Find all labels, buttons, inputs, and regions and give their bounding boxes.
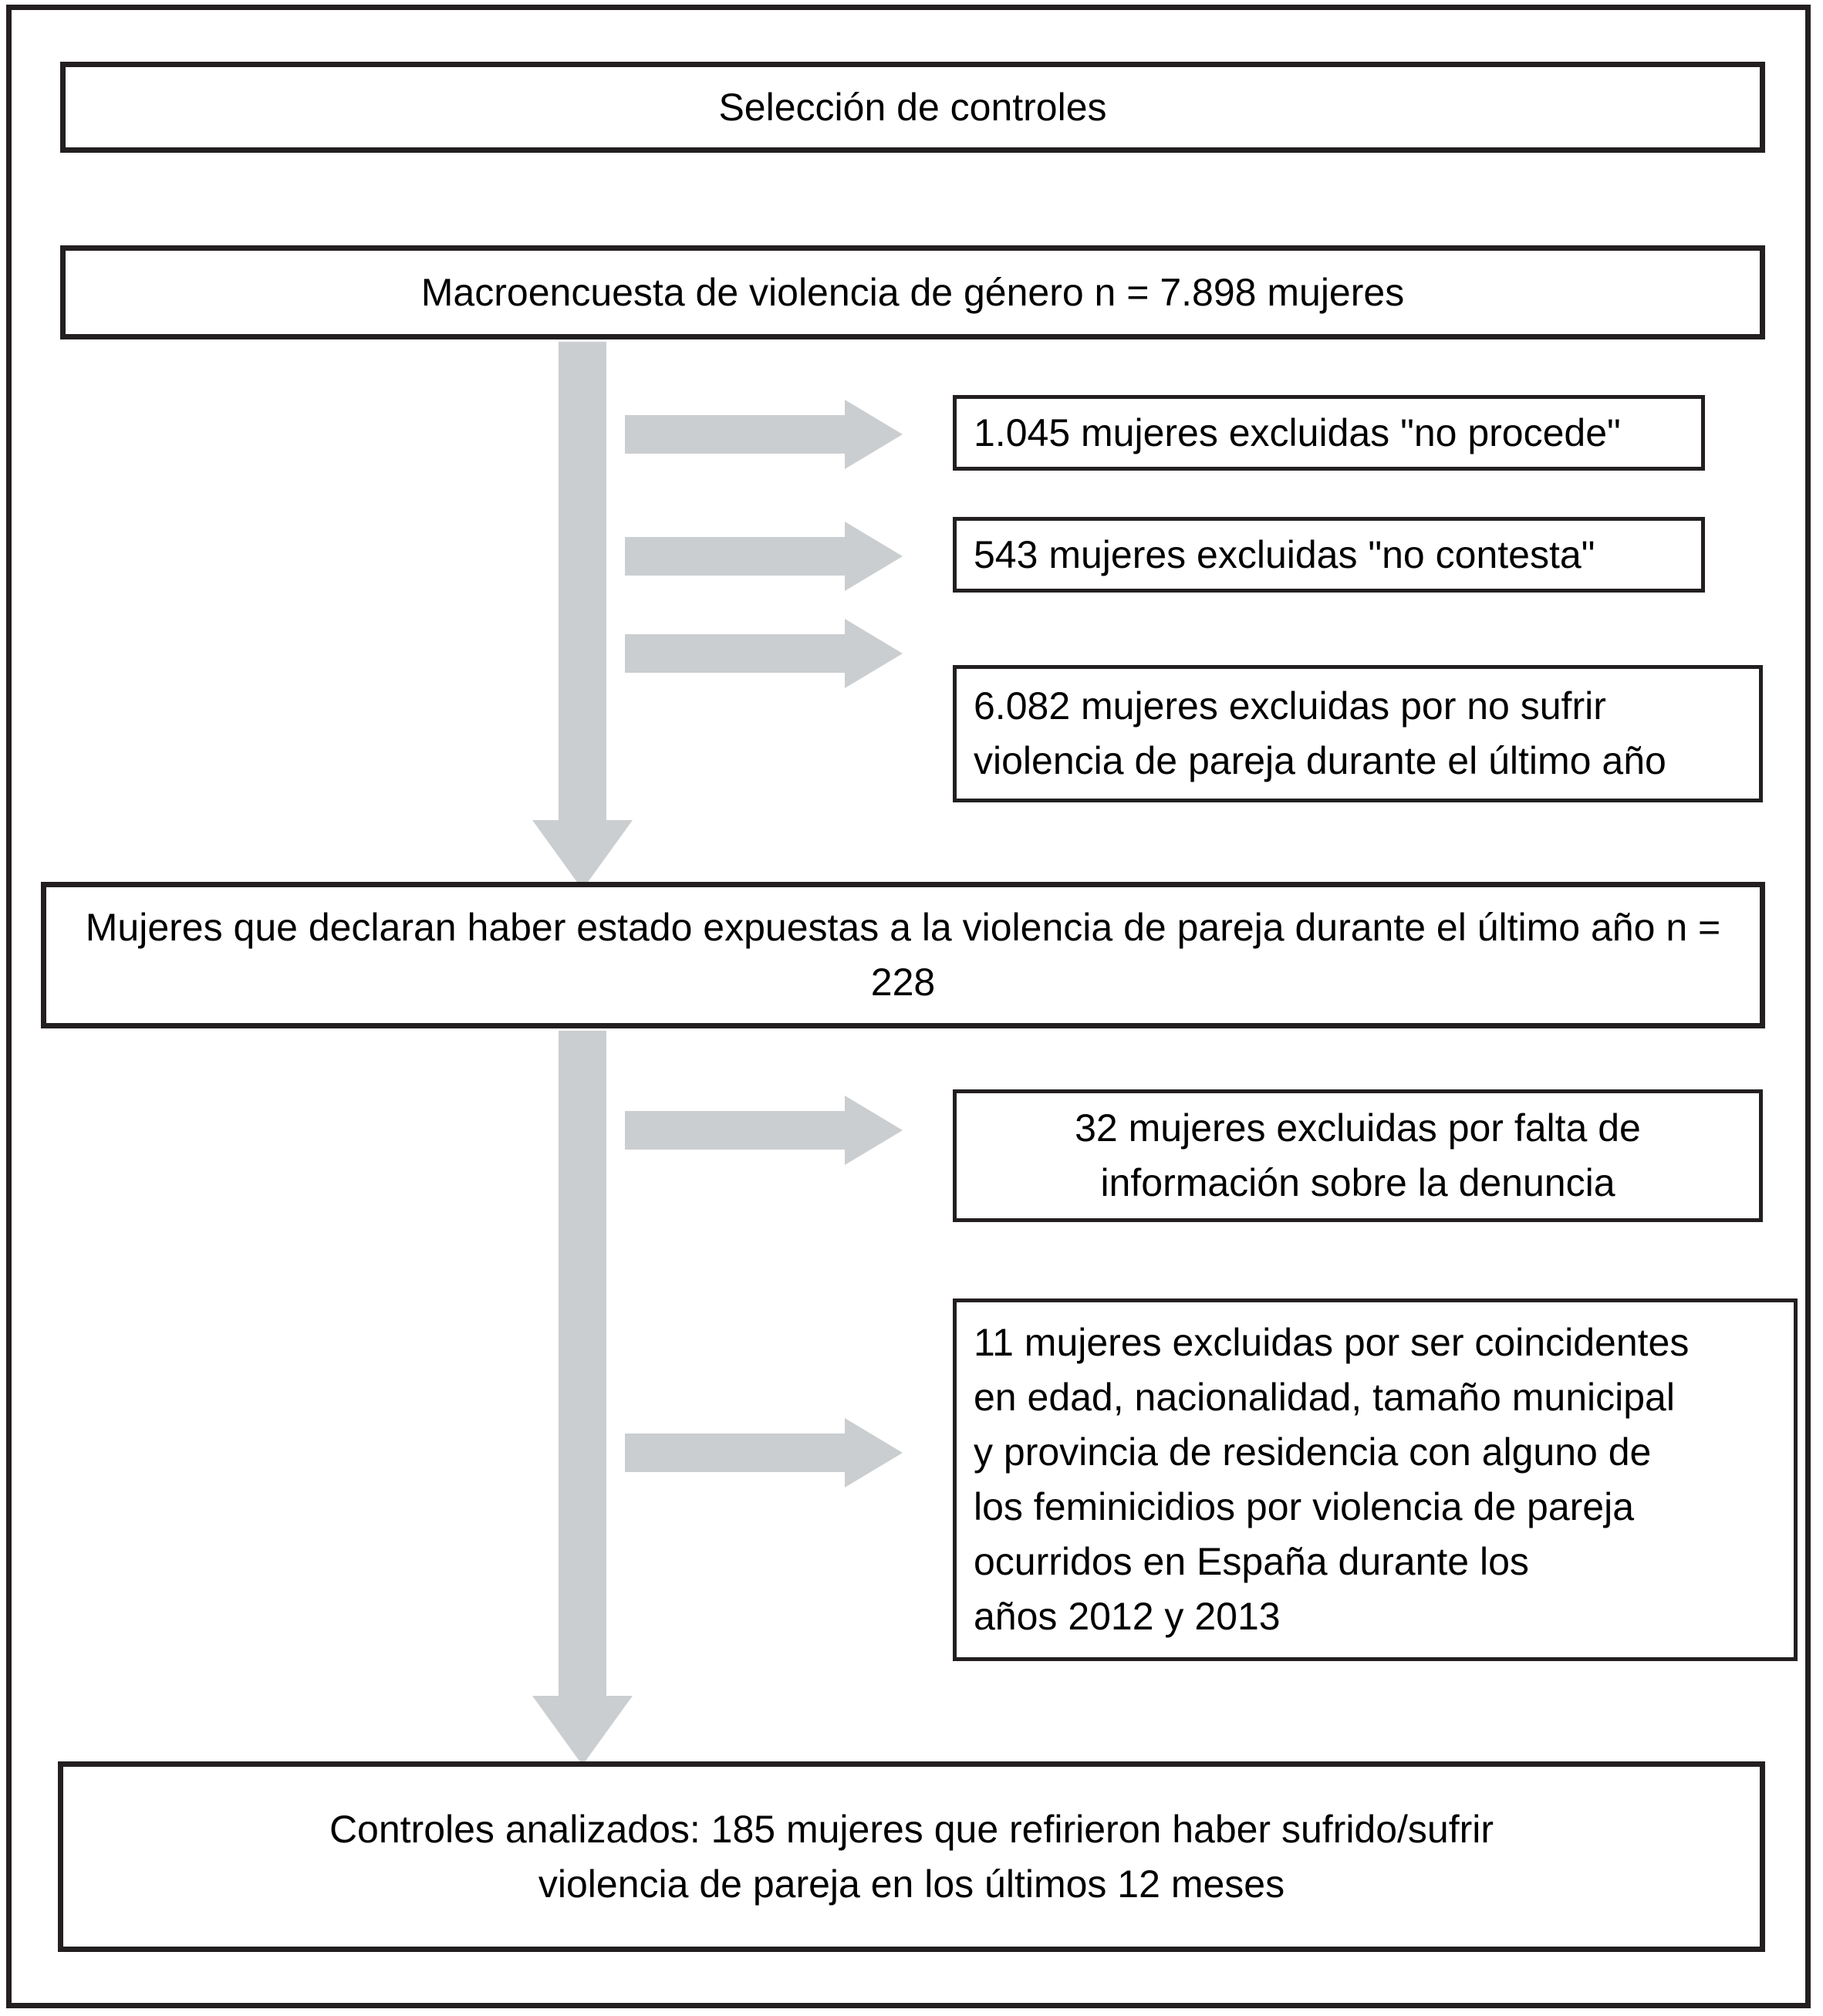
node-exclusion-3-text: 6.082 mujeres excluidas por no sufrir vi…: [974, 684, 1666, 782]
arrow-right-exclusion-2: [625, 522, 903, 591]
node-exclusion-1: 1.045 mujeres excluidas "no procede": [953, 395, 1705, 471]
node-exposed: Mujeres que declaran haber estado expues…: [41, 882, 1765, 1028]
arrow-right-exclusion-4: [625, 1096, 903, 1165]
node-exclusion-3: 6.082 mujeres excluidas por no sufrir vi…: [953, 665, 1763, 802]
node-exclusion-4-text: 32 mujeres excluidas por falta de inform…: [1075, 1106, 1641, 1204]
node-survey: Macroencuesta de violencia de género n =…: [60, 245, 1765, 339]
node-exclusion-1-text: 1.045 mujeres excluidas "no procede": [974, 410, 1621, 454]
node-exclusion-5: 11 mujeres excluidas por ser coincidente…: [953, 1298, 1798, 1661]
node-exclusion-5-text: 11 mujeres excluidas por ser coincidente…: [974, 1321, 1690, 1638]
node-exposed-text: Mujeres que declaran haber estado expues…: [85, 906, 1721, 1004]
figure-outer-frame: [6, 5, 1811, 2008]
node-final: Controles analizados: 185 mujeres que re…: [58, 1761, 1765, 1952]
node-final-text: Controles analizados: 185 mujeres que re…: [329, 1807, 1494, 1906]
node-exclusion-2: 543 mujeres excluidas "no contesta": [953, 517, 1705, 593]
arrow-down-survey-to-exposed: [532, 342, 633, 890]
node-title-text: Selección de controles: [718, 85, 1107, 129]
arrow-down-exposed-to-final: [532, 1031, 633, 1765]
node-exclusion-4: 32 mujeres excluidas por falta de inform…: [953, 1089, 1763, 1222]
node-survey-text: Macroencuesta de violencia de género n =…: [420, 270, 1405, 314]
arrow-right-exclusion-1: [625, 400, 903, 469]
node-exclusion-2-text: 543 mujeres excluidas "no contesta": [974, 532, 1595, 576]
node-title: Selección de controles: [60, 62, 1765, 153]
arrow-right-exclusion-3: [625, 619, 903, 688]
arrow-right-exclusion-5: [625, 1418, 903, 1488]
